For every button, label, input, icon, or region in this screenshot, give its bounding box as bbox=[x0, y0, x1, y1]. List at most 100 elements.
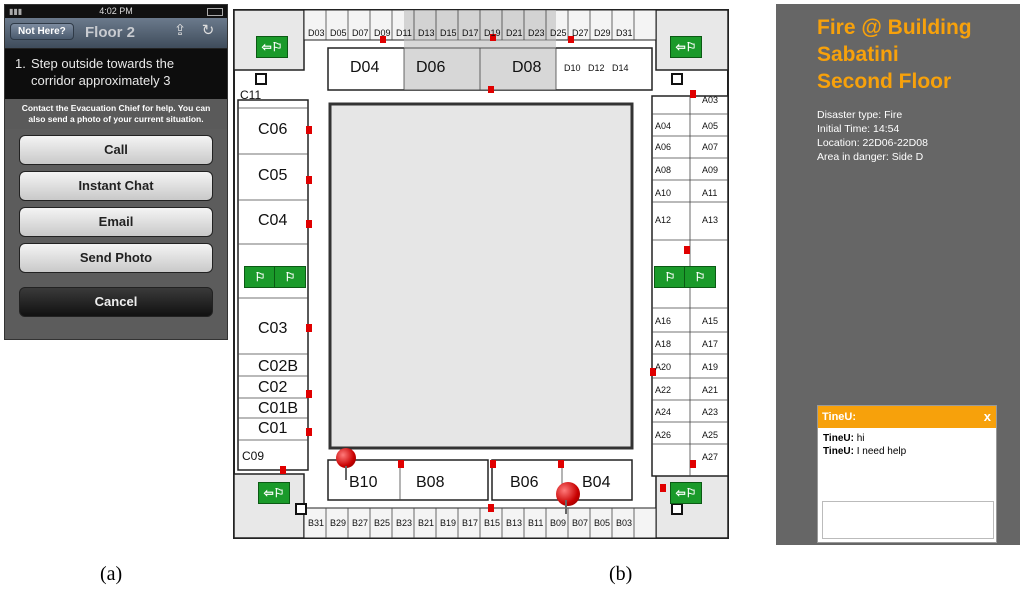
floor-title: Floor 2 bbox=[85, 24, 136, 41]
room-label: C01B bbox=[258, 400, 299, 417]
room-label: A12 bbox=[655, 215, 672, 225]
location-pin-icon[interactable] bbox=[556, 482, 580, 514]
room-label: C09 bbox=[242, 449, 265, 463]
room-label: A20 bbox=[655, 362, 672, 372]
room-label: D10 bbox=[564, 63, 581, 73]
room-label: B07 bbox=[572, 518, 589, 528]
room-label: D03 bbox=[308, 28, 325, 38]
room-label: B11 bbox=[528, 518, 544, 528]
chat-text: I need help bbox=[853, 446, 907, 457]
refresh-icon[interactable]: ↻ bbox=[201, 22, 215, 39]
room-label: D07 bbox=[352, 28, 369, 38]
call-button[interactable]: Call bbox=[19, 135, 213, 165]
exit-sign-icon: ⚐ bbox=[274, 266, 306, 288]
room-label: A17 bbox=[702, 339, 719, 349]
room-label: A24 bbox=[655, 407, 672, 417]
room-label: A13 bbox=[702, 215, 719, 225]
room-label: B08 bbox=[416, 474, 445, 491]
exit-sign-icon: ⚐ bbox=[684, 266, 716, 288]
incident-panel: Fire @ Building Sabatini Second Floor Di… bbox=[776, 4, 1020, 545]
room-label: D31 bbox=[616, 28, 633, 38]
room-label: D12 bbox=[588, 63, 605, 73]
instruction-panel: 1. Step outside towards the corridor app… bbox=[5, 49, 227, 99]
room-label: A25 bbox=[702, 430, 719, 440]
initial-time: Initial Time: 14:54 bbox=[817, 123, 900, 135]
room-label: D04 bbox=[350, 59, 380, 76]
incident-title-line: Sabatini bbox=[817, 43, 899, 66]
exit-sign-icon: ⇦⚐ bbox=[258, 482, 290, 504]
room-label: C04 bbox=[258, 212, 288, 229]
chat-input[interactable] bbox=[822, 501, 994, 539]
location: Location: 22D06-22D08 bbox=[817, 137, 928, 149]
room-label: D21 bbox=[506, 28, 523, 38]
incident-title: Fire @ Building Sabatini Second Floor bbox=[817, 14, 1017, 95]
room-label: B03 bbox=[616, 518, 633, 528]
room-label: A09 bbox=[702, 165, 719, 175]
room-label: A23 bbox=[702, 407, 719, 417]
room-label: A16 bbox=[655, 316, 672, 326]
cancel-button[interactable]: Cancel bbox=[19, 287, 213, 317]
room-label: B25 bbox=[374, 518, 391, 528]
room-label: D29 bbox=[594, 28, 611, 38]
room-label: C02 bbox=[258, 379, 288, 396]
caption-b: (b) bbox=[609, 563, 633, 585]
room-label: B13 bbox=[506, 518, 523, 528]
chat-header: TineU: x bbox=[818, 406, 996, 428]
not-here-button[interactable]: Not Here? bbox=[10, 23, 74, 40]
room-label: A26 bbox=[655, 430, 672, 440]
room-label: D09 bbox=[374, 28, 391, 38]
exit-sign-icon: ⇦⚐ bbox=[670, 482, 702, 504]
room-label: B06 bbox=[510, 474, 539, 491]
room-label: A06 bbox=[655, 142, 672, 152]
room-label: D08 bbox=[512, 59, 542, 76]
room-label: D25 bbox=[550, 28, 567, 38]
room-label: D11 bbox=[396, 28, 412, 38]
instant-chat-button[interactable]: Instant Chat bbox=[19, 171, 213, 201]
mobile-app-screen: ▮▮▮ 4:02 PM Not Here? Floor 2 ⇪ ↻ 1. Ste… bbox=[4, 4, 228, 340]
room-label: D06 bbox=[416, 59, 446, 76]
room-label: A15 bbox=[702, 316, 719, 326]
room-label: D17 bbox=[462, 28, 479, 38]
send-photo-button[interactable]: Send Photo bbox=[19, 243, 213, 273]
room-label: B19 bbox=[440, 518, 457, 528]
incident-title-line: Fire @ Building bbox=[817, 16, 972, 39]
room-label: D13 bbox=[418, 28, 435, 38]
room-label: A22 bbox=[655, 385, 672, 395]
room-label: D05 bbox=[330, 28, 347, 38]
area-in-danger: Area in danger: Side D bbox=[817, 151, 924, 163]
contact-text: Contact the Evacuation Chief for help. Y… bbox=[5, 99, 227, 129]
disaster-type: Disaster type: Fire bbox=[817, 109, 903, 121]
email-button[interactable]: Email bbox=[19, 207, 213, 237]
room-label: B17 bbox=[462, 518, 479, 528]
chat-user: TineU: bbox=[823, 446, 854, 457]
room-label: B23 bbox=[396, 518, 413, 528]
room-label: A08 bbox=[655, 165, 672, 175]
chat-text: hi bbox=[853, 433, 865, 444]
room-label: C11 bbox=[240, 88, 262, 102]
instruction-number: 1. bbox=[15, 56, 26, 71]
floor-plan: ⇦⚐ ⇦⚐ ⚐ ⚐ ⚐ ⚐ ⇦⚐ ⇦⚐ D03 D05 D07 D09 D11 … bbox=[232, 8, 734, 542]
close-icon[interactable]: x bbox=[983, 409, 991, 424]
room-label: B21 bbox=[418, 518, 435, 528]
room-label: B10 bbox=[349, 474, 378, 491]
instruction-text: Step outside towards the corridor approx… bbox=[31, 56, 175, 88]
action-sheet: Call Instant Chat Email Send Photo Cance… bbox=[5, 129, 227, 339]
room-label: A03 bbox=[702, 95, 719, 105]
caption-a: (a) bbox=[100, 563, 123, 585]
room-label: B31 bbox=[308, 518, 325, 528]
share-icon[interactable]: ⇪ bbox=[173, 22, 187, 39]
room-label: B15 bbox=[484, 518, 501, 528]
incident-details: Disaster type: Fire Initial Time: 14:54 … bbox=[817, 108, 928, 164]
chat-title: TineU: bbox=[822, 411, 857, 423]
exit-sign-icon: ⇦⚐ bbox=[256, 36, 288, 58]
status-bar: ▮▮▮ 4:02 PM bbox=[5, 5, 227, 18]
room-label: C01 bbox=[258, 420, 288, 437]
location-pin-icon[interactable] bbox=[336, 448, 356, 480]
room-label: A19 bbox=[702, 362, 719, 372]
room-label: D23 bbox=[528, 28, 545, 38]
exit-sign-icon: ⚐ bbox=[654, 266, 686, 288]
room-label: A11 bbox=[702, 188, 718, 198]
room-label: A04 bbox=[655, 121, 672, 131]
room-label: B04 bbox=[582, 474, 611, 491]
room-label: B05 bbox=[594, 518, 611, 528]
